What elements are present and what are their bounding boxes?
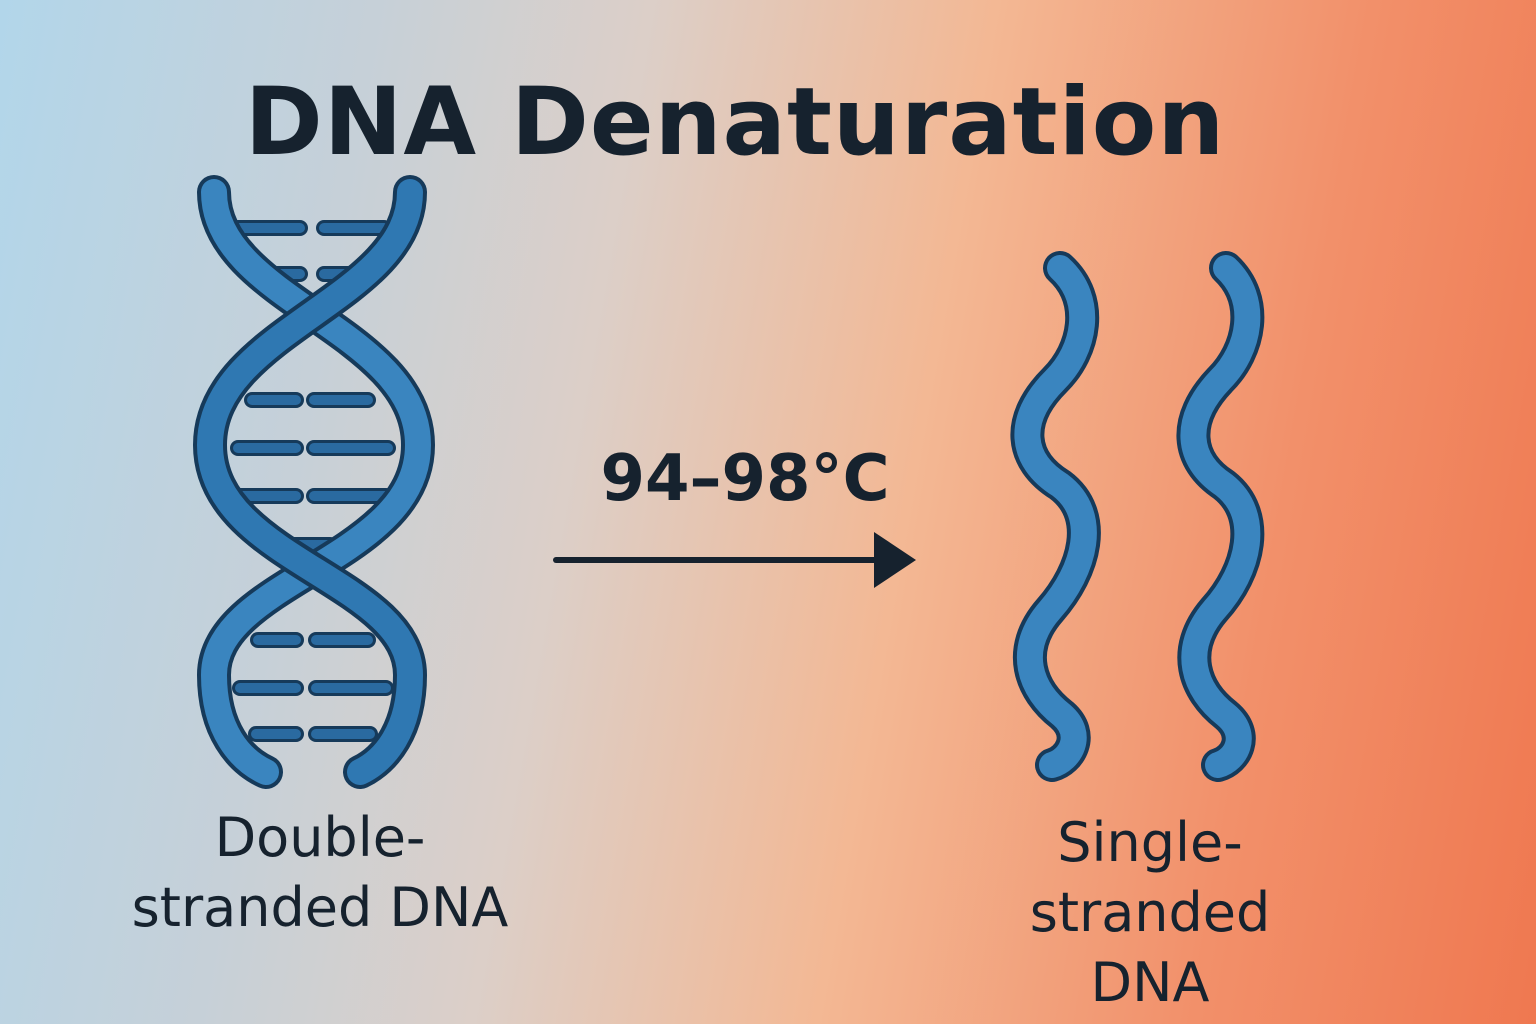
diagram-title: DNA Denaturation — [244, 68, 1226, 177]
double-stranded-label: Double- stranded DNA — [70, 803, 570, 943]
helix-backbone-b — [192, 175, 428, 789]
single-strand-left — [1010, 251, 1101, 782]
temperature-label: 94–98°C — [600, 442, 890, 516]
helix-backbone-a — [196, 175, 436, 789]
denaturation-arrow — [553, 532, 916, 588]
single-stranded-label-line-1: Single- — [1057, 811, 1243, 874]
single-strand-right — [1176, 251, 1265, 782]
double-stranded-label-line-1: Double- — [214, 806, 426, 869]
double-stranded-dna-helix — [192, 175, 436, 789]
single-stranded-label-line-3: DNA — [1090, 951, 1210, 1014]
single-stranded-label: Single- stranded DNA — [975, 808, 1325, 1018]
single-stranded-label-line-2: stranded — [1029, 881, 1271, 944]
double-stranded-label-line-2: stranded DNA — [131, 876, 509, 939]
